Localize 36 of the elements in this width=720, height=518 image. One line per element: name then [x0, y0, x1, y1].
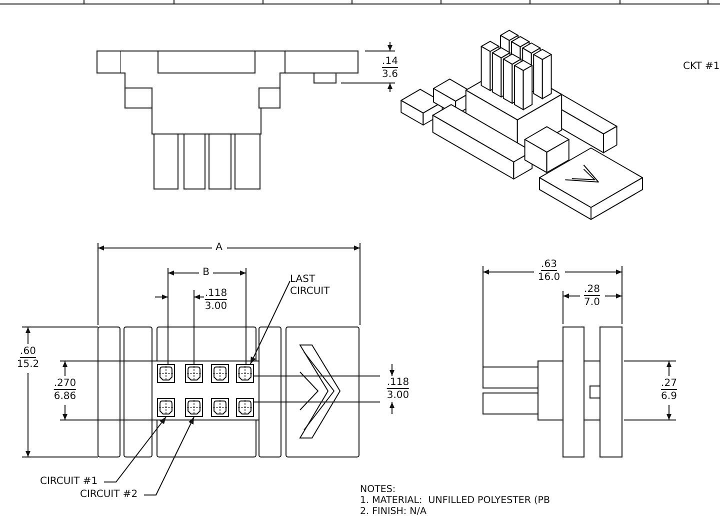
cavity — [211, 398, 229, 417]
dimension-value: .28 — [584, 284, 600, 296]
dimension-value: 6.86 — [54, 391, 76, 403]
callout-text: CIRCUIT #2 — [80, 489, 144, 501]
dimension-value: .118 — [386, 377, 410, 389]
dimension-value: .63 — [541, 259, 557, 271]
dimension-value: .27 — [661, 378, 677, 390]
cavity — [185, 398, 203, 417]
dimension-value: 7.0 — [584, 297, 600, 309]
dimension-label: B — [202, 267, 210, 279]
view-label: CKT #1 — [683, 61, 720, 73]
cavity — [211, 364, 229, 383]
leader-line — [104, 416, 166, 482]
dimension-value: .60 — [20, 346, 36, 358]
cavity — [185, 364, 203, 383]
dimension-value: .270 — [54, 378, 76, 390]
note-text: NOTES: — [360, 484, 396, 496]
cavity — [157, 364, 175, 383]
dimension-label: A — [216, 242, 222, 254]
dimension-value: 6.9 — [661, 391, 677, 403]
cavity — [236, 364, 254, 383]
cavity — [236, 398, 254, 417]
dimension-value: 3.00 — [204, 301, 228, 313]
dimension-value: 15.2 — [16, 359, 40, 371]
note-text: 1. MATERIAL: UNFILLED POLYESTER (PB — [360, 495, 550, 507]
leader-line — [144, 416, 194, 496]
dimension-value: 3.00 — [386, 390, 410, 402]
note-text: 2. FINISH: N/A — [360, 506, 426, 518]
callout-text: CIRCUIT #1 — [40, 476, 104, 488]
cavity — [157, 398, 175, 417]
leader-line — [250, 280, 290, 364]
dimension-value: .14 — [382, 56, 398, 68]
dimension-value: 3.6 — [382, 69, 398, 81]
callout-text: LAST CIRCUIT — [290, 274, 342, 298]
dimension-value: 16.0 — [538, 272, 560, 284]
dimension-value: .118 — [204, 288, 228, 300]
